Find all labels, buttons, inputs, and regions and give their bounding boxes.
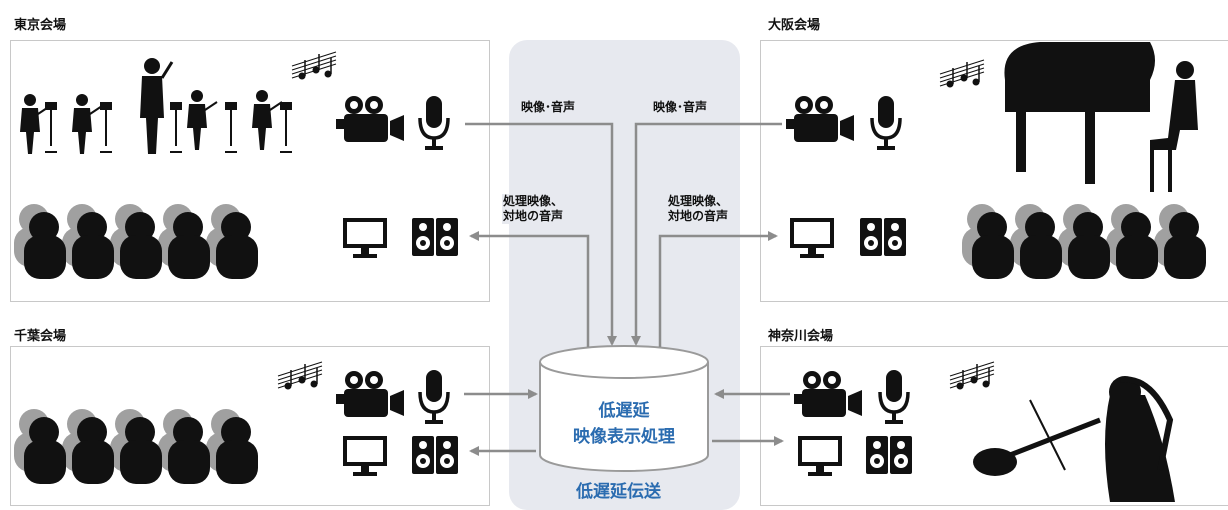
venue-title-chiba: 千葉会場 <box>14 329 67 344</box>
processor-label: 低遅延 映像表示処理 <box>544 398 704 450</box>
processed-label-right-line1: 処理映像、 <box>668 194 729 208</box>
speaker-icon <box>412 218 458 256</box>
microphone-icon <box>418 368 450 426</box>
music-notes-icon <box>291 51 337 81</box>
music-notes-icon <box>939 59 985 89</box>
pianist-silhouette <box>1004 42 1198 192</box>
processed-label-left: 処理映像、 対地の音声 <box>502 194 565 224</box>
microphone-icon <box>418 94 450 152</box>
processed-label-left-line2: 対地の音声 <box>503 209 564 223</box>
video-camera-icon <box>786 96 854 142</box>
audience-silhouette <box>14 409 258 484</box>
audience-silhouette <box>14 204 258 279</box>
flow-arrows <box>464 122 790 456</box>
processor-label-line1: 低遅延 <box>598 401 650 421</box>
monitor-icon <box>343 436 387 478</box>
venue-title-kanagawa: 神奈川会場 <box>768 329 834 344</box>
processed-label-right: 処理映像、 対地の音声 <box>667 194 730 224</box>
monitor-icon <box>343 218 387 260</box>
venue-title-tokyo: 東京会場 <box>14 18 67 33</box>
video-camera-icon <box>336 96 404 142</box>
processing-server <box>539 345 709 472</box>
orchestra-silhouette <box>19 58 293 155</box>
monitor-icon <box>798 436 842 478</box>
venue-title-osaka: 大阪会場 <box>768 18 821 33</box>
av-out-label-right: 映像･音声 <box>652 100 709 115</box>
av-out-label-left: 映像･音声 <box>520 100 577 115</box>
audience-silhouette <box>962 204 1206 279</box>
video-camera-icon <box>794 371 862 417</box>
transport-label: 低遅延伝送 <box>576 482 661 502</box>
processor-label-line2: 映像表示処理 <box>573 427 675 447</box>
microphone-icon <box>878 368 910 426</box>
processed-label-right-line2: 対地の音声 <box>668 209 729 223</box>
music-notes-icon <box>277 361 323 391</box>
video-camera-icon <box>336 371 404 417</box>
violinist-silhouette <box>973 376 1175 502</box>
speaker-icon <box>866 436 912 474</box>
speaker-icon <box>412 436 458 474</box>
speaker-icon <box>860 218 906 256</box>
microphone-icon <box>870 94 902 152</box>
processed-label-left-line1: 処理映像、 <box>503 194 564 208</box>
monitor-icon <box>790 218 834 260</box>
music-notes-icon <box>949 361 995 391</box>
